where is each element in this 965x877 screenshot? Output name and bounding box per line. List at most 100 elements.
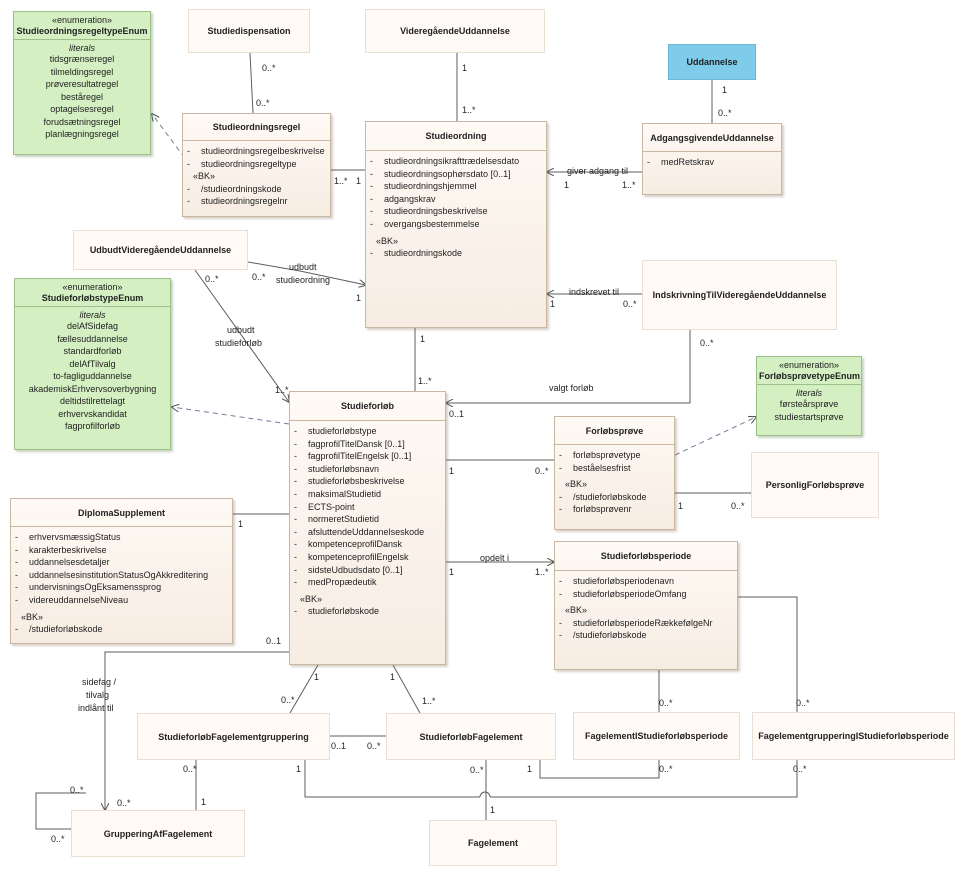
- multiplicity-label: 1..*: [462, 105, 476, 115]
- class-forloebsproevetypeenum[interactable]: «enumeration» ForløbsprøvetypeEnum liter…: [756, 356, 862, 436]
- multiplicity-label: 1..*: [422, 696, 436, 706]
- enum-value: førsteårsprøve: [779, 399, 839, 409]
- class-name: UdbudtVideregåendeUddannelse: [89, 245, 232, 255]
- attribute: -sidsteUdbudsdato [0..1]: [294, 564, 403, 575]
- attribute: -adgangskrav: [370, 193, 436, 204]
- class-studiedispensation[interactable]: Studiedispensation: [188, 9, 310, 53]
- multiplicity-label: 0..*: [262, 63, 276, 73]
- class-indskrivning[interactable]: IndskrivningTilVideregåendeUddannelse: [642, 260, 837, 330]
- enum-value: tilmeldingsregel: [50, 66, 114, 77]
- class-videregaaendeuddannelse[interactable]: VideregåendeUddannelse: [365, 9, 545, 53]
- attribute: -studieordningshjemmel: [370, 181, 477, 192]
- bk-stereotype: «BK»: [300, 593, 323, 604]
- class-name: Forløbsprøve: [585, 426, 644, 436]
- class-diplomasupplement[interactable]: DiplomaSupplement -erhvervsmæssigStatus …: [10, 498, 233, 644]
- enum-values: tidsgrænseregel tilmeldingsregel prøvere…: [14, 53, 150, 141]
- attribute: -studieforløbsperiodeRækkefølgeNr: [559, 617, 713, 628]
- attribute-list: -studieordningsikrafttrædelsesdato -stud…: [366, 151, 546, 262]
- enum-value: fællesuddannelse: [57, 333, 128, 344]
- attribute: -studieordningsregelnr: [187, 196, 288, 207]
- attribute: -ECTS-point: [294, 501, 355, 512]
- multiplicity-label: 1: [356, 176, 362, 186]
- attribute: -forløbsprøvetype: [559, 450, 641, 460]
- multiplicity-label: 1..*: [418, 376, 432, 386]
- class-name: Studieforløbsperiode: [600, 551, 692, 561]
- stereotype-label: «enumeration»: [778, 360, 840, 370]
- enum-value: beståregel: [60, 91, 104, 102]
- assoc-forloeb-gruppering: [289, 664, 319, 714]
- attribute: -fagprofilTitelDansk [0..1]: [294, 438, 405, 449]
- class-studieordning[interactable]: Studieordning -studieordningsikrafttræde…: [365, 121, 547, 328]
- multiplicity-label: 1: [449, 567, 455, 577]
- attribute: -studieforløbsperiodeOmfang: [559, 588, 687, 599]
- class-studieordningsregeltypeenum[interactable]: «enumeration» StudieordningsregeltypeEnu…: [13, 11, 151, 155]
- attribute-list: -medRetskrav: [643, 152, 781, 171]
- attribute: -studieforløbsbeskrivelse: [294, 476, 405, 487]
- attribute: -studieforløbsnavn: [294, 463, 380, 474]
- enum-value: delAfSidefag: [66, 321, 119, 331]
- role-label-udbudt-studieordning: udbudt: [289, 262, 317, 272]
- enum-value: akademiskErhvervsoverbygning: [28, 383, 157, 394]
- class-personligforloebsproeve[interactable]: PersonligForløbsprøve: [751, 452, 879, 518]
- multiplicity-label: 1: [238, 519, 244, 529]
- multiplicity-label: 0..*: [367, 741, 381, 751]
- class-fagelementistudieforloebsperiode[interactable]: FagelementIStudieforløbsperiode: [573, 712, 740, 760]
- assoc-gruppering-fgper: [304, 760, 480, 798]
- role-label-udbudt-studieordning: studieordning: [276, 275, 331, 285]
- class-studieforloebsperiode[interactable]: Studieforløbsperiode -studieforløbsperio…: [554, 541, 738, 670]
- assoc-sidefag: [105, 651, 289, 810]
- class-studieforloebtypeenum[interactable]: «enumeration» StudieforløbstypeEnum lite…: [14, 278, 171, 450]
- role-label-sidefag: indlånt til: [78, 703, 114, 713]
- attribute: -beståelsesfrist: [559, 462, 631, 473]
- attribute: -uddannelsesdetaljer: [15, 557, 110, 568]
- assoc-valgt-forloeb: [446, 330, 691, 403]
- multiplicity-label: 0..*: [659, 698, 673, 708]
- bk-stereotype: «BK»: [565, 479, 588, 490]
- enum-value: studiestartsprøve: [774, 411, 844, 422]
- class-uddannelse[interactable]: Uddannelse: [668, 44, 756, 80]
- multiplicity-label: 0..*: [281, 695, 295, 705]
- class-name: Studieordning: [425, 131, 487, 141]
- attribute: -normeretStudietid: [294, 514, 380, 525]
- enum-value: fagprofilforløb: [64, 421, 121, 431]
- multiplicity-label: 1: [564, 180, 570, 190]
- multiplicity-label: 0..1: [331, 741, 347, 751]
- attribute-list: -forløbsprøvetype -beståelsesfrist «BK» …: [555, 445, 674, 518]
- class-adgangsgivendeuddannelse[interactable]: AdgangsgivendeUddannelse -medRetskrav: [642, 123, 782, 195]
- multiplicity-label: 0..*: [535, 466, 549, 476]
- attribute: -kompetenceprofilEngelsk: [294, 551, 409, 562]
- stereotype-label: «enumeration»: [51, 15, 113, 25]
- multiplicity-label: 0..*: [51, 834, 65, 844]
- attribute: -forløbsprøvenr: [559, 504, 632, 515]
- class-studieordningsregel[interactable]: Studieordningsregel -studieordningsregel…: [182, 113, 331, 217]
- class-studieforloeb[interactable]: Studieforløb -studieforløbstype -fagprof…: [289, 391, 446, 665]
- enum-value: tidsgrænseregel: [49, 54, 115, 64]
- enum-value: delAfTilvalg: [69, 358, 116, 369]
- literals-label: literals: [795, 388, 822, 398]
- line-hop: [479, 791, 491, 798]
- multiplicity-label: 1: [201, 797, 207, 807]
- class-studieforloebfagelementgruppering[interactable]: StudieforløbFagelementgruppering: [137, 713, 330, 760]
- role-label-giver-adgang: giver adgang til: [567, 166, 629, 176]
- class-udbudtvideregaaendeuddannelse[interactable]: UdbudtVideregåendeUddannelse: [73, 230, 248, 270]
- attribute: -medPropædeutik: [294, 577, 377, 588]
- class-studieforloebfagelement[interactable]: StudieforløbFagelement: [386, 713, 556, 760]
- assoc-udbudt-studieordning: [247, 261, 366, 285]
- class-forloebsproeve[interactable]: Forløbsprøve -forløbsprøvetype -beståels…: [554, 416, 675, 530]
- attribute: -undervisningsOgEksamenssprog: [15, 582, 162, 593]
- role-label-sidefag: tilvalg: [86, 690, 110, 700]
- class-grupperingaffagelement[interactable]: GrupperingAfFagelement: [71, 810, 245, 857]
- multiplicity-label: 1: [490, 805, 496, 815]
- class-name: IndskrivningTilVideregåendeUddannelse: [652, 290, 827, 300]
- class-fagelement[interactable]: Fagelement: [429, 820, 557, 866]
- class-name: StudieforløbstypeEnum: [41, 293, 144, 303]
- attribute: -kompetenceprofilDansk: [294, 539, 403, 550]
- multiplicity-label: 0..1: [266, 636, 282, 646]
- attribute: -/studieordningskode: [187, 183, 282, 194]
- multiplicity-label: 0..*: [700, 338, 714, 348]
- enum-value: deltidstilrettelagt: [59, 396, 126, 406]
- enum-values: delAfSidefag fællesuddannelse standardfo…: [15, 320, 170, 433]
- class-name: FagelementgrupperingIStudieforløbsperiod…: [758, 731, 949, 741]
- bk-stereotype: «BK»: [21, 611, 44, 622]
- class-fagelementgrupperingistudieforloebsperiode[interactable]: FagelementgrupperingIStudieforløbsperiod…: [752, 712, 955, 760]
